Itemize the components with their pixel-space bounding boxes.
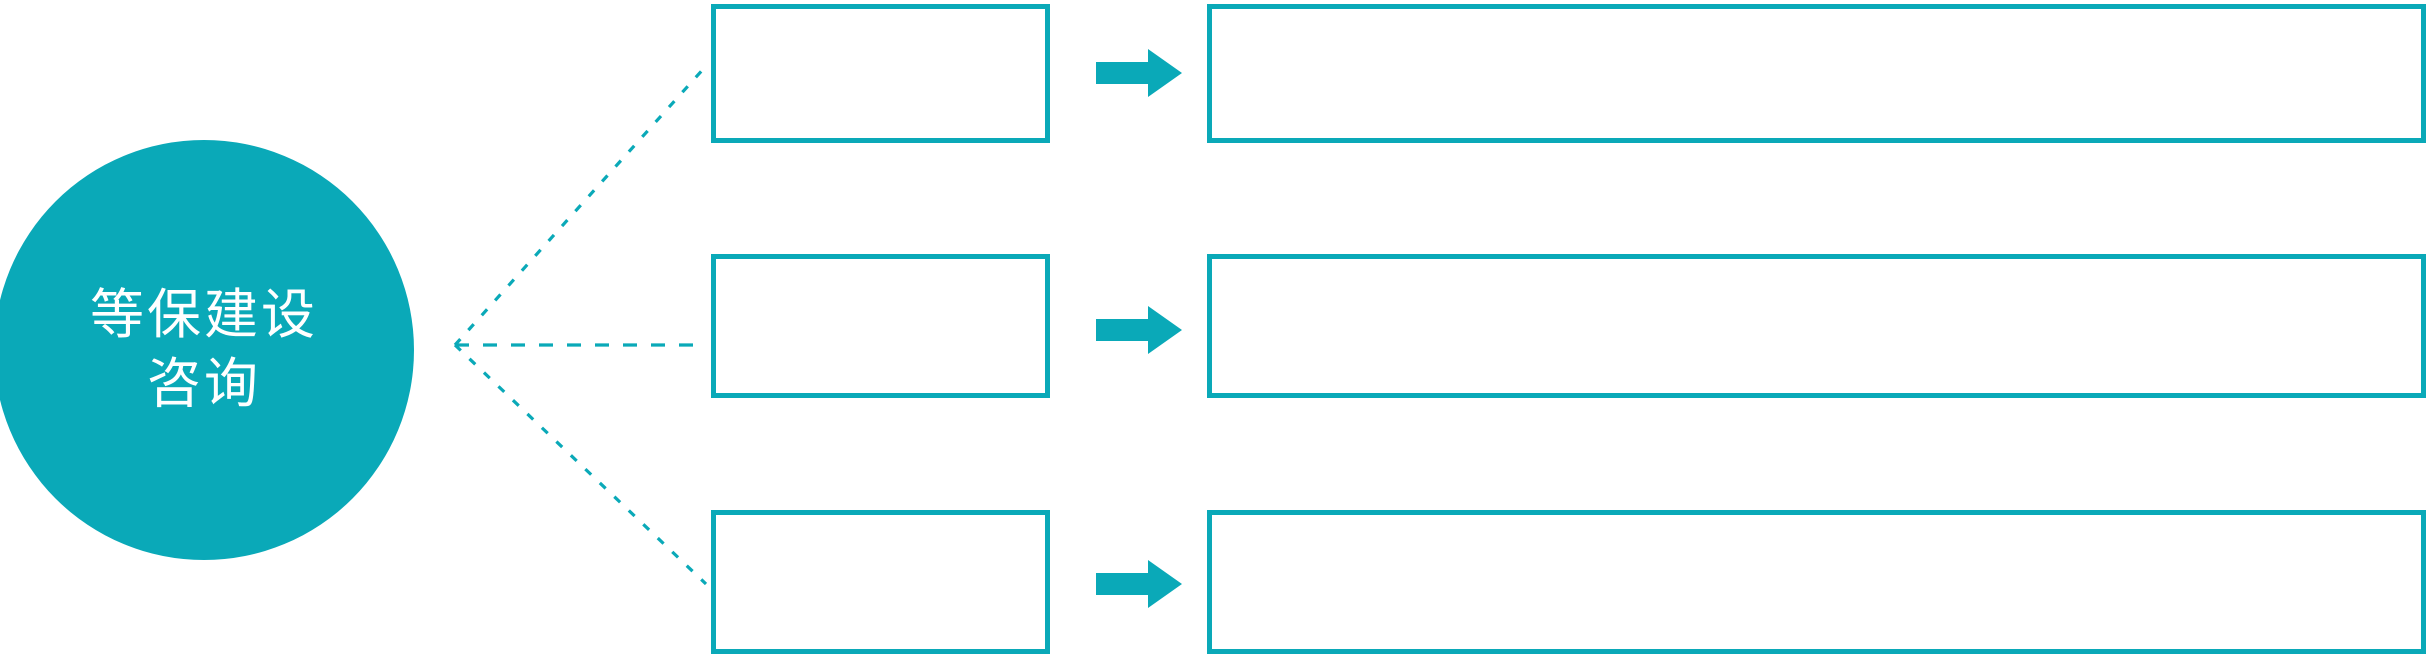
detail-box-1[interactable] [1207, 4, 2426, 143]
arrow-right-icon [1096, 558, 1182, 610]
stage-box-2[interactable] [711, 254, 1050, 398]
connector-branch-bottom [453, 343, 708, 586]
arrow-right-icon [1096, 304, 1182, 356]
hub-circle[interactable]: 等保建设 咨询 [0, 140, 414, 560]
stage-box-1[interactable] [711, 4, 1050, 143]
detail-box-3[interactable] [1207, 510, 2426, 654]
connector-branch-top [453, 64, 708, 347]
arrow-right-icon [1096, 47, 1182, 99]
hub-title-line-2: 咨询 [147, 354, 261, 414]
stage-box-3[interactable] [711, 510, 1050, 654]
detail-box-2[interactable] [1207, 254, 2426, 398]
hub-title-line-1: 等保建设 [90, 284, 318, 345]
